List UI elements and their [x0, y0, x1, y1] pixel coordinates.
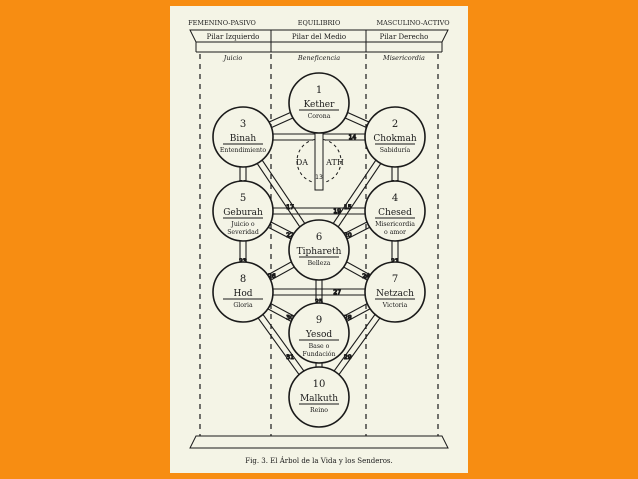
sefira-name: Geburah: [223, 208, 263, 218]
quality-label-center: Beneficencia: [297, 54, 340, 62]
quality-label-right: Misericordia: [382, 54, 425, 62]
sefira-circle: [212, 180, 274, 242]
bottom-banner: [189, 435, 449, 449]
sefira-name: Malkuth: [300, 394, 338, 404]
sefira-number: 3: [240, 119, 246, 130]
pillar-label-left: Pilar Izquierdo: [207, 33, 260, 41]
path-number-22: 22: [286, 232, 294, 239]
sefira-number: 9: [316, 315, 322, 326]
sefira-name: Chokmah: [373, 134, 416, 144]
daath-label-left: DA: [296, 158, 308, 167]
sefira-meaning: Severidad: [227, 229, 259, 236]
path-number-19: 19: [333, 208, 341, 215]
sefirot-layer: 1KetherCorona2ChokmahSabiduría3BinahEnte…: [212, 72, 426, 428]
sefira-circle: [212, 261, 274, 323]
sefira-number: 5: [240, 193, 246, 204]
sefira-meaning: Gloria: [233, 302, 253, 309]
pillar-label-center: Pilar del Medio: [292, 33, 346, 41]
quality-label-left: Juicio: [222, 54, 243, 62]
sefira-number: 6: [316, 232, 322, 243]
sefira-name: Kether: [304, 100, 336, 110]
sefira-name: Yesod: [305, 330, 333, 340]
diagram-sheet: FEMENINO-PASIVO EQUILIBRIO MASCULINO-ACT…: [170, 6, 468, 473]
sefira-meaning: Corona: [308, 113, 331, 120]
sefira-number: 2: [392, 119, 398, 130]
path-number-14: 14: [349, 134, 357, 141]
column-label-right: MASCULINO-ACTIVO: [376, 19, 449, 27]
sefira-name: Hod: [233, 289, 252, 299]
path-number-27: 27: [333, 289, 341, 296]
svg-text:13: 13: [315, 174, 323, 181]
sefira-number: 4: [392, 193, 398, 204]
sefira-circle: [288, 219, 350, 281]
sefira-meaning: Sabiduría: [380, 147, 411, 154]
sefira-name: Tiphareth: [297, 247, 342, 257]
sefira-name: Binah: [230, 134, 257, 144]
sefira-meaning: Belleza: [308, 260, 331, 267]
column-label-left: FEMENINO-PASIVO: [188, 19, 256, 27]
sefira-name: Netzach: [376, 289, 414, 299]
sefira-number: 10: [313, 379, 326, 390]
dashed-borders: [199, 54, 439, 436]
sefira-circle: [364, 106, 426, 168]
sefira-meaning: Misericordia: [375, 221, 415, 228]
path-number-24: 24: [362, 273, 370, 280]
pillar-banner: [189, 29, 449, 53]
sefira-circle: [288, 366, 350, 428]
figure-caption: Fig. 3. El Árbol de la Vida y los Sender…: [245, 456, 393, 465]
sefira-circle: [212, 106, 274, 168]
sefira-meaning: o amor: [384, 229, 406, 236]
sefira-meaning: Fundación: [302, 351, 335, 358]
sefira-circle: [364, 261, 426, 323]
path-number-29: 29: [344, 354, 352, 361]
daath-label-right: ATH: [325, 158, 344, 167]
sefira-meaning: Base o: [309, 343, 330, 350]
sefira-number: 7: [392, 274, 398, 285]
path-number-26: 26: [268, 273, 276, 280]
sefira-circle: [288, 72, 350, 134]
pillar-label-right: Pilar Derecho: [380, 33, 429, 41]
sefira-circle: [364, 180, 426, 242]
path-number-20: 20: [344, 232, 352, 239]
sefira-meaning: Victoria: [382, 302, 408, 309]
column-label-center: EQUILIBRIO: [298, 19, 341, 27]
path-number-31: 31: [286, 354, 294, 361]
sefira-circle: [288, 302, 350, 364]
sefira-meaning: Entendimiento: [220, 147, 267, 154]
sefira-number: 1: [316, 85, 322, 96]
path-number-28: 28: [344, 314, 352, 321]
sefira-meaning: Reino: [310, 407, 328, 414]
sefira-number: 8: [240, 274, 246, 285]
sefira-meaning: Juicio o: [230, 221, 255, 228]
tree-of-life-diagram: FEMENINO-PASIVO EQUILIBRIO MASCULINO-ACT…: [188, 19, 449, 465]
path-number-25: 25: [315, 298, 323, 305]
path-number-30: 30: [286, 314, 294, 321]
sefira-name: Chesed: [378, 208, 412, 218]
